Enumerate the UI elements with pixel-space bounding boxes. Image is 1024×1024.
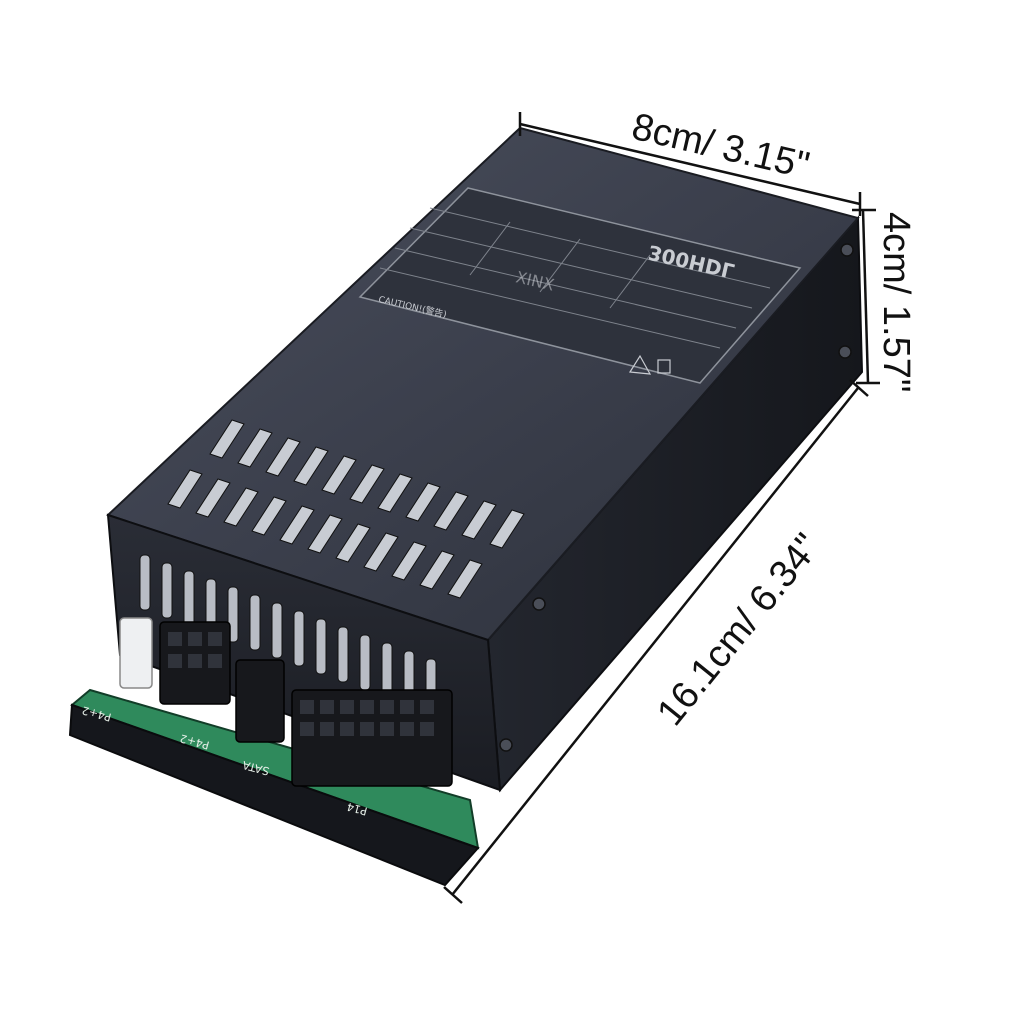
screw-icon: [840, 243, 854, 257]
screw-icon: [838, 345, 852, 359]
warning-triangle-icon: [628, 354, 652, 375]
height-dimension-label: 4cm/ 1.57": [875, 212, 917, 392]
connectors: [119, 617, 453, 787]
top-vent-slots: [167, 419, 525, 599]
pcb-board: P4+2 P4+2 SATA P14: [68, 688, 480, 887]
weee-icon: [657, 359, 671, 374]
power-supply-unit: 300HDL XINX CAUTION!(警告): [68, 126, 864, 887]
white-4pin-connector: [119, 617, 153, 689]
sata-connector: [235, 659, 285, 743]
dimension-height: 4cm/ 1.57": [852, 208, 917, 392]
screw-icon: [532, 597, 546, 611]
connector-label-p14: P14: [345, 800, 368, 818]
screw-icon: [499, 738, 513, 752]
